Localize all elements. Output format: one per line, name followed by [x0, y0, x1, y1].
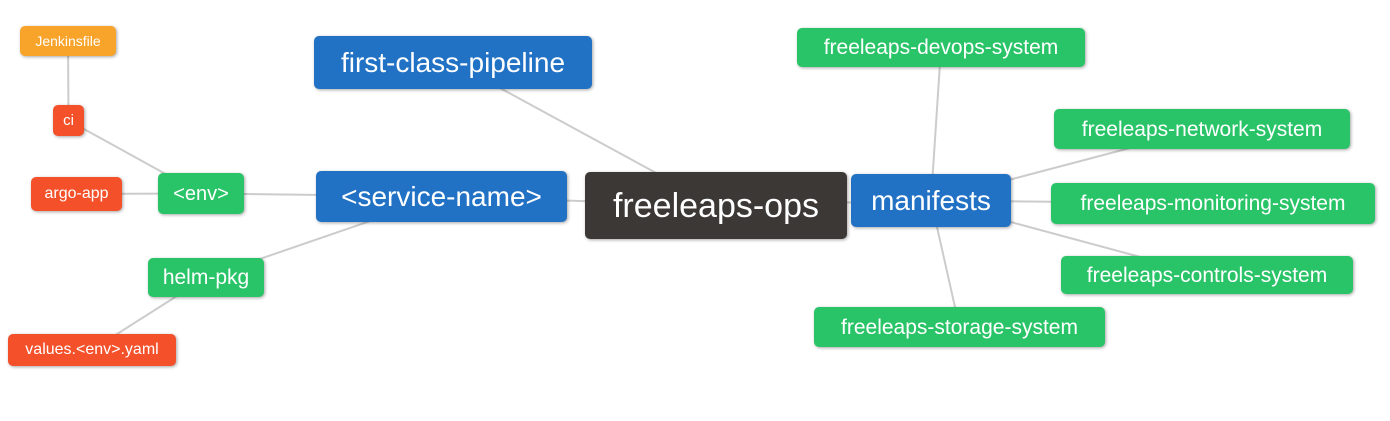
node-freeleaps-devops-system[interactable]: freeleaps-devops-system: [797, 28, 1085, 67]
node-argo-app[interactable]: argo-app: [31, 177, 122, 211]
node-values-env-yaml[interactable]: values.<env>.yaml: [8, 334, 176, 366]
node-ci[interactable]: ci: [53, 105, 84, 136]
node-service-name[interactable]: <service-name>: [316, 171, 567, 222]
node-helm-pkg[interactable]: helm-pkg: [148, 258, 264, 297]
node-first-class-pipeline[interactable]: first-class-pipeline: [314, 36, 592, 89]
node-manifests[interactable]: manifests: [851, 174, 1011, 227]
node-freeleaps-monitoring-system[interactable]: freeleaps-monitoring-system: [1051, 183, 1375, 224]
node-freeleaps-controls-system[interactable]: freeleaps-controls-system: [1061, 256, 1353, 294]
node-freeleaps-storage-system[interactable]: freeleaps-storage-system: [814, 307, 1105, 347]
node-freeleaps-network-system[interactable]: freeleaps-network-system: [1054, 109, 1350, 149]
node-freeleaps-ops[interactable]: freeleaps-ops: [585, 172, 847, 239]
node-env[interactable]: <env>: [158, 173, 244, 214]
node-jenkinsfile[interactable]: Jenkinsfile: [20, 26, 116, 56]
